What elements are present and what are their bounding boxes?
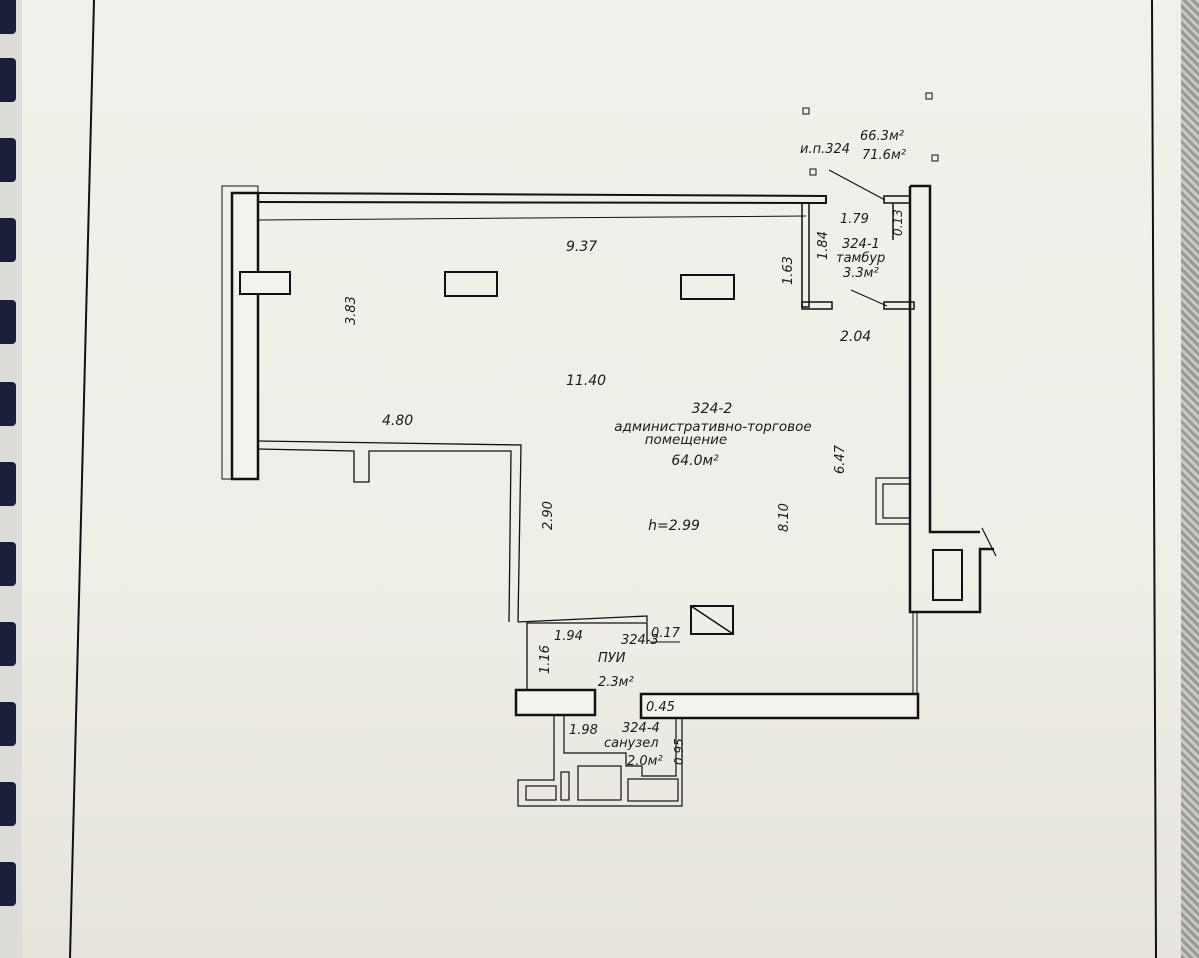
dim-wc-height: 0.95 <box>672 738 686 765</box>
room-324-4-area: 2.0м² <box>627 754 663 769</box>
dim-mid-width: 11.40 <box>566 373 606 389</box>
dim-right-height: 6.47 <box>833 444 848 474</box>
binder-ring <box>0 542 16 586</box>
room-324-2-name-line2: помещение <box>645 432 728 448</box>
dim-vestibule-wall: 0.13 <box>891 209 905 236</box>
dim-vestibule-outer: 1.63 <box>781 256 796 285</box>
dim-notch-width: 4.80 <box>382 413 413 429</box>
background-fabric <box>1181 0 1199 958</box>
dim-wall-thickness: 0.45 <box>646 700 675 715</box>
binder-ring <box>0 782 16 826</box>
dim-left-height: 3.83 <box>344 296 359 325</box>
dim-vestibule-bottom: 2.04 <box>840 329 871 345</box>
area-total-2: 71.6м² <box>862 148 906 163</box>
room-324-1-name: тамбур <box>836 251 885 266</box>
room-324-2-area: 64.0м² <box>671 453 719 469</box>
room-324-2-id: 324-2 <box>692 401 733 417</box>
room-324-3-id: 324-3 <box>621 633 659 648</box>
paper-sheet <box>22 0 1182 958</box>
dim-vestibule-inner: 1.84 <box>816 231 831 260</box>
binder-ring <box>0 462 16 506</box>
binder-ring <box>0 218 16 262</box>
dim-top-width: 9.37 <box>566 239 597 255</box>
dim-pui-offset: 0.17 <box>651 626 681 641</box>
binder-ring <box>0 702 16 746</box>
binder-ring <box>0 622 16 666</box>
frame-line-right <box>1151 0 1157 958</box>
binder-edge <box>0 0 22 958</box>
binder-ring <box>0 382 16 426</box>
dim-inner-height: 8.10 <box>777 503 792 532</box>
dim-pui-height: 1.16 <box>538 645 553 674</box>
frame-line-left <box>69 0 95 958</box>
dim-vestibule-width: 1.79 <box>840 212 869 227</box>
room-324-4-id: 324-4 <box>622 721 660 736</box>
area-total-1: 66.3м² <box>860 129 904 144</box>
room-324-1-area: 3.3м² <box>843 266 879 281</box>
room-324-2-height: h=2.99 <box>648 518 700 534</box>
room-324-4-name: санузел <box>604 736 659 751</box>
binder-ring <box>0 300 16 344</box>
binder-ring <box>0 138 16 182</box>
room-324-3-name: ПУИ <box>598 651 626 666</box>
room-324-2-name-line1: административно-торговое <box>614 419 811 435</box>
binder-ring <box>0 0 16 34</box>
binder-ring <box>0 862 16 906</box>
room-324-3-area: 2.3м² <box>598 675 634 690</box>
dim-lower-left-height: 2.90 <box>541 501 556 530</box>
dim-wc-width: 1.98 <box>569 723 598 738</box>
dim-pui-width: 1.94 <box>554 629 583 644</box>
inventory-number: и.п.324 <box>800 142 850 157</box>
walls <box>221 92 997 807</box>
binder-ring <box>0 58 16 102</box>
room-324-1-id: 324-1 <box>842 237 880 252</box>
